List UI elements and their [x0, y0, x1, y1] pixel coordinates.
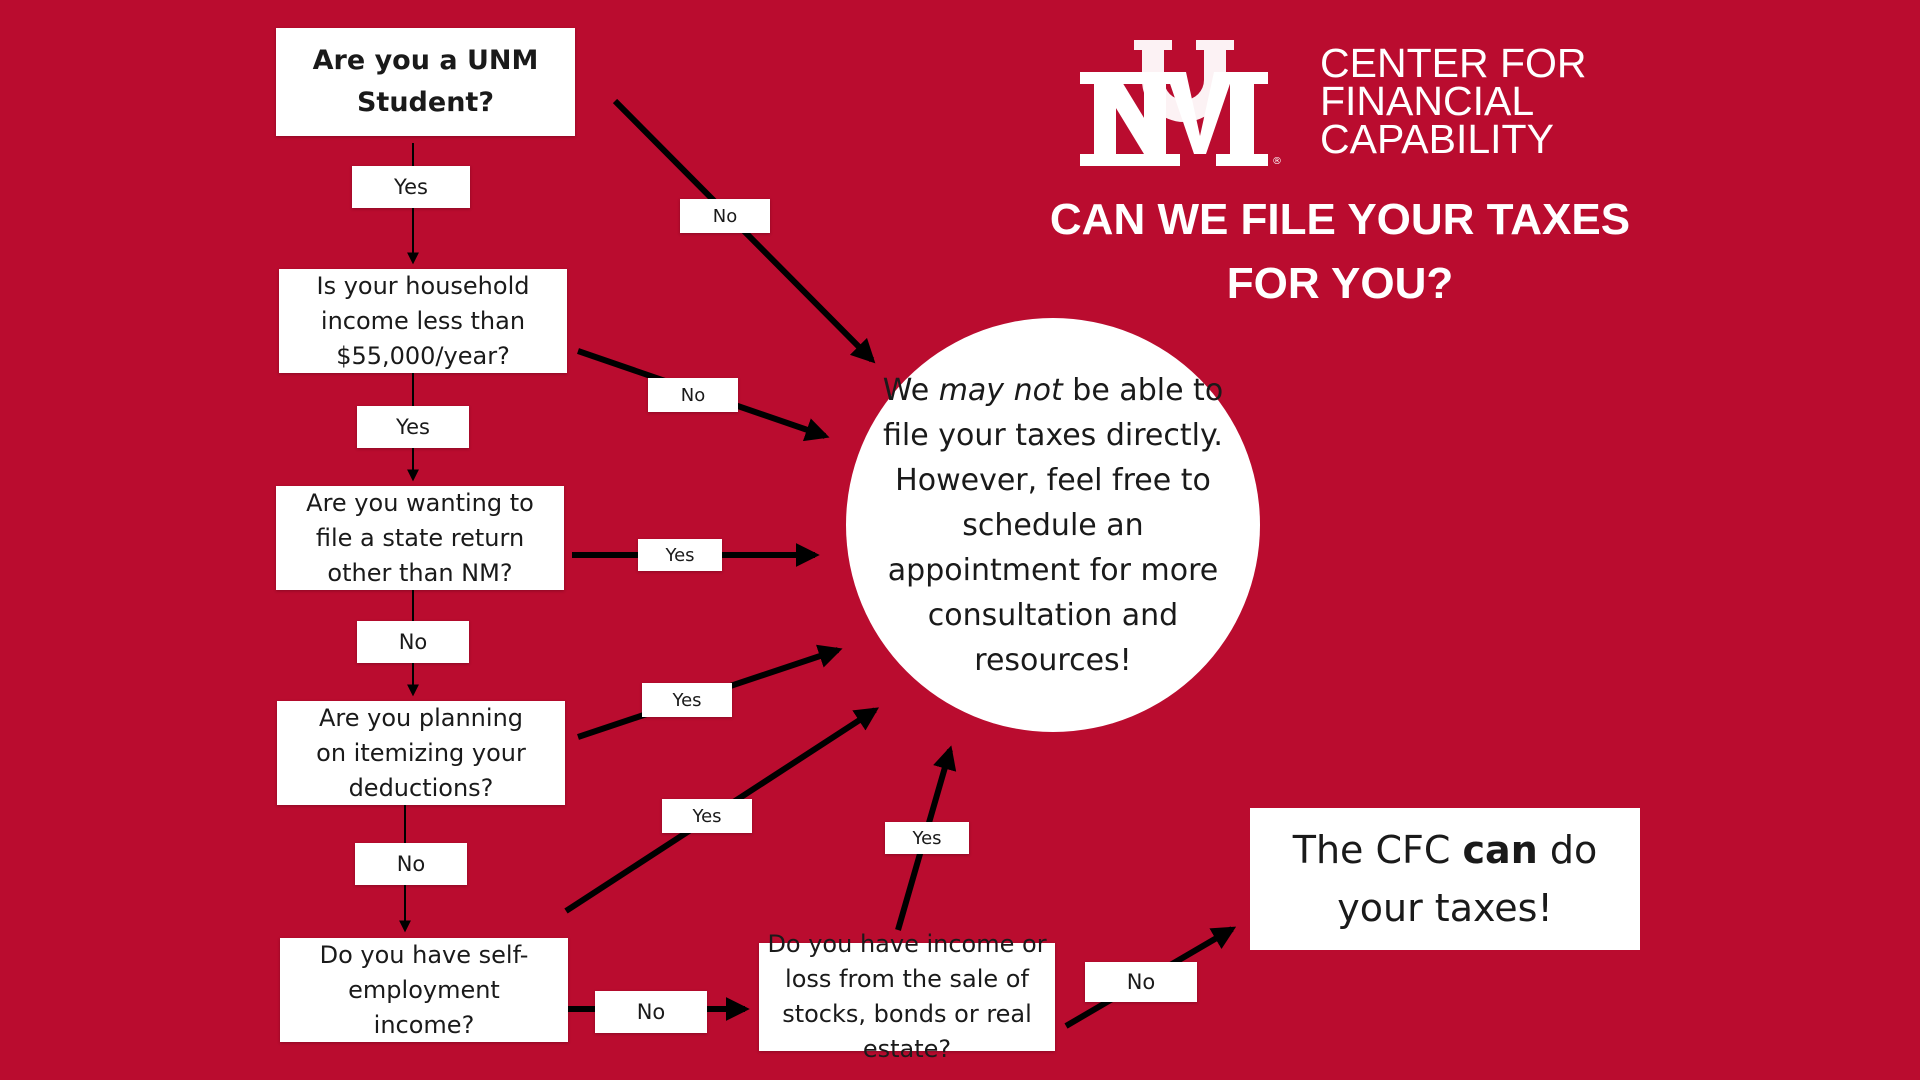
page-title: CAN WE FILE YOUR TAXES FOR YOU?: [1020, 188, 1660, 316]
outcome-can-emphasis: can: [1462, 828, 1538, 872]
outcome-cfc-can-text: The CFC can do your taxes!: [1260, 821, 1630, 937]
title-line-2: FOR YOU?: [1226, 259, 1454, 308]
question-household-income: Is your household income less than $55,0…: [279, 269, 567, 373]
unm-logo-icon: ®: [1080, 40, 1282, 167]
outcome-may-not-pre: We: [882, 372, 939, 408]
label-q3-no: No: [357, 621, 469, 663]
question-self-employment: Do you have self-employment income?: [280, 938, 568, 1042]
question-unm-student: Are you a UNM Student?: [276, 28, 575, 136]
wordmark-line-2: FINANCIAL: [1320, 78, 1535, 124]
label-q1-yes: Yes: [352, 166, 470, 208]
outcome-may-not-file-text: We may not be able to file your taxes di…: [874, 368, 1232, 683]
label-q5-no: No: [595, 991, 707, 1033]
question-itemizing: Are you planning on itemizing your deduc…: [277, 701, 565, 805]
label-q4-yes: Yes: [642, 683, 732, 717]
wordmark-line-1: CENTER FOR: [1320, 40, 1587, 86]
label-q1-no: No: [680, 199, 770, 233]
cfc-wordmark: CENTER FOR FINANCIAL CAPABILITY: [1320, 40, 1587, 162]
outcome-cfc-can: The CFC can do your taxes!: [1250, 808, 1640, 950]
outcome-can-post: do your taxes!: [1337, 828, 1598, 930]
question-stocks-bonds: Do you have income or loss from the sale…: [759, 930, 1055, 1063]
label-q4-no: No: [355, 843, 467, 885]
label-q6-yes: Yes: [885, 822, 969, 854]
question-state-return-text: Are you wanting to file a state return o…: [306, 488, 534, 587]
outcome-can-pre: The CFC: [1292, 828, 1463, 872]
title-line-1: CAN WE FILE YOUR TAXES: [1049, 195, 1631, 244]
question-itemizing-text: Are you planning on itemizing your deduc…: [316, 703, 526, 802]
label-q2-no: No: [648, 378, 738, 412]
question-state-return: Are you wanting to file a state return o…: [276, 486, 564, 590]
svg-text:®: ®: [1272, 156, 1282, 167]
outcome-may-not-post: be able to file your taxes directly. How…: [883, 372, 1224, 678]
question-self-employment-text: Do you have self-employment income?: [319, 940, 529, 1039]
question-unm-student-text: Are you a UNM Student?: [312, 45, 539, 118]
wordmark-line-3: CAPABILITY: [1320, 116, 1554, 162]
question-household-income-text: Is your household income less than $55,0…: [316, 271, 530, 370]
label-q5-yes: Yes: [662, 799, 752, 833]
label-q3-yes: Yes: [638, 539, 722, 571]
outcome-may-not-emphasis: may not: [938, 372, 1063, 408]
outcome-may-not-file: We may not be able to file your taxes di…: [846, 318, 1260, 732]
label-q2-yes: Yes: [357, 406, 469, 448]
question-stocks-bonds-text: Do you have income or loss from the sale…: [767, 930, 1047, 1063]
label-q6-no: No: [1085, 962, 1197, 1002]
